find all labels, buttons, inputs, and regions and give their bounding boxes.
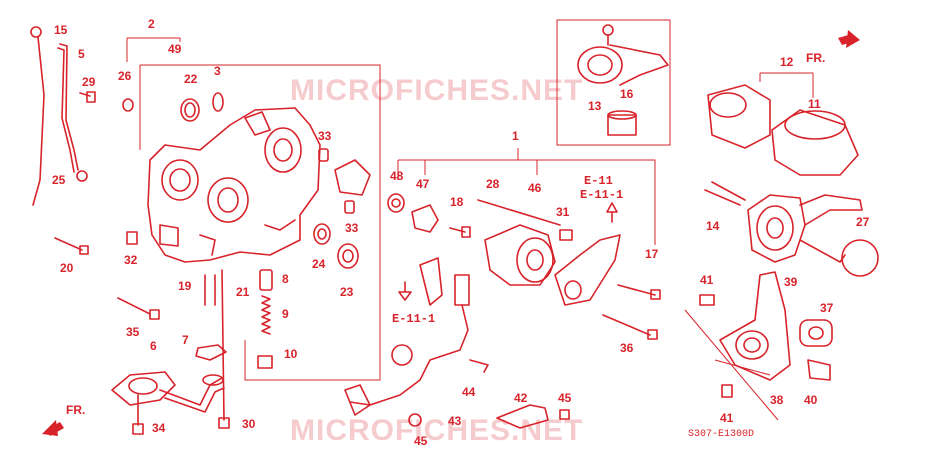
callout-14: 14 — [706, 219, 720, 233]
oil-strainer — [111, 344, 227, 413]
callout-36: 36 — [620, 341, 634, 355]
callout-41-bottom: 41 — [720, 411, 734, 425]
drawing-code: S307-E1300D — [688, 429, 754, 440]
callout-24: 24 — [312, 257, 326, 271]
callout-17: 17 — [645, 247, 659, 261]
thermostat-housing — [577, 24, 669, 136]
callout-9: 9 — [282, 307, 289, 321]
callout-16: 16 — [620, 87, 634, 101]
callout-46: 46 — [528, 181, 542, 195]
callout-18: 18 — [450, 195, 464, 209]
callout-49: 49 — [168, 42, 182, 56]
callout-2: 2 — [148, 17, 155, 31]
group-lines — [126, 19, 814, 421]
callout-20: 20 — [60, 261, 74, 275]
callout-34: 34 — [152, 421, 166, 435]
callout-39: 39 — [784, 275, 798, 289]
callout-6: 6 — [150, 339, 157, 353]
callout-30: 30 — [242, 417, 256, 431]
callout-5: 5 — [78, 47, 85, 61]
front-arrow-top: FR. — [806, 30, 860, 65]
callout-44: 44 — [462, 385, 476, 399]
callout-23: 23 — [340, 285, 354, 299]
callout-1: 1 — [512, 129, 519, 143]
callout-29: 29 — [82, 75, 96, 89]
callout-47: 47 — [416, 177, 430, 191]
callout-32: 32 — [124, 253, 138, 267]
relief-valve — [257, 269, 273, 369]
ref-e11-1: E-11-1 — [580, 188, 623, 202]
ref-e11-1-down: E-11-1 — [392, 312, 435, 326]
callouts: 2 49 15 5 29 26 22 3 25 33 33 20 32 24 2… — [52, 17, 870, 448]
callout-27: 27 — [856, 215, 870, 229]
water-pump — [411, 199, 573, 286]
callout-11: 11 — [808, 97, 821, 111]
dipstick — [30, 26, 88, 206]
callout-10: 10 — [284, 347, 298, 361]
mounting-bracket — [699, 271, 833, 398]
oil-filter — [707, 84, 859, 176]
callout-31: 31 — [556, 205, 570, 219]
callout-22: 22 — [184, 72, 198, 86]
fr-label-top: FR. — [806, 51, 825, 65]
callout-41-top: 41 — [700, 273, 714, 287]
oil-pump-housing — [147, 107, 321, 263]
watermark-top: MICROFICHES.NET — [290, 74, 583, 107]
pump-gasket — [398, 202, 661, 340]
callout-45-right: 45 — [558, 391, 572, 405]
callout-35: 35 — [126, 325, 140, 339]
callout-43: 43 — [448, 414, 462, 428]
callout-3: 3 — [214, 64, 221, 78]
bolts-left — [54, 91, 230, 435]
fr-label-bottom: FR. — [66, 403, 85, 417]
ref-e11: E-11 — [584, 174, 613, 188]
callout-37: 37 — [820, 301, 834, 315]
watermark-bottom: MICROFICHES.NET — [290, 414, 583, 447]
wiring-harness — [344, 257, 570, 429]
callout-45-left: 45 — [414, 434, 428, 448]
callout-7: 7 — [182, 333, 189, 347]
callout-48: 48 — [390, 169, 404, 183]
oil-cooler — [704, 181, 879, 277]
callout-38: 38 — [770, 393, 784, 407]
callout-21: 21 — [236, 285, 250, 299]
callout-13: 13 — [588, 99, 602, 113]
callout-19: 19 — [178, 279, 192, 293]
callout-12: 12 — [780, 55, 794, 69]
callout-33-top: 33 — [318, 129, 332, 143]
front-arrow-bottom: FR. — [42, 403, 85, 436]
callout-25: 25 — [52, 173, 66, 187]
seals — [122, 92, 405, 269]
callout-15: 15 — [54, 23, 68, 37]
callout-33-bottom: 33 — [345, 221, 359, 235]
callout-28: 28 — [486, 177, 500, 191]
callout-42: 42 — [514, 391, 528, 405]
callout-26: 26 — [118, 69, 132, 83]
callout-40: 40 — [804, 393, 818, 407]
callout-8: 8 — [282, 272, 289, 286]
